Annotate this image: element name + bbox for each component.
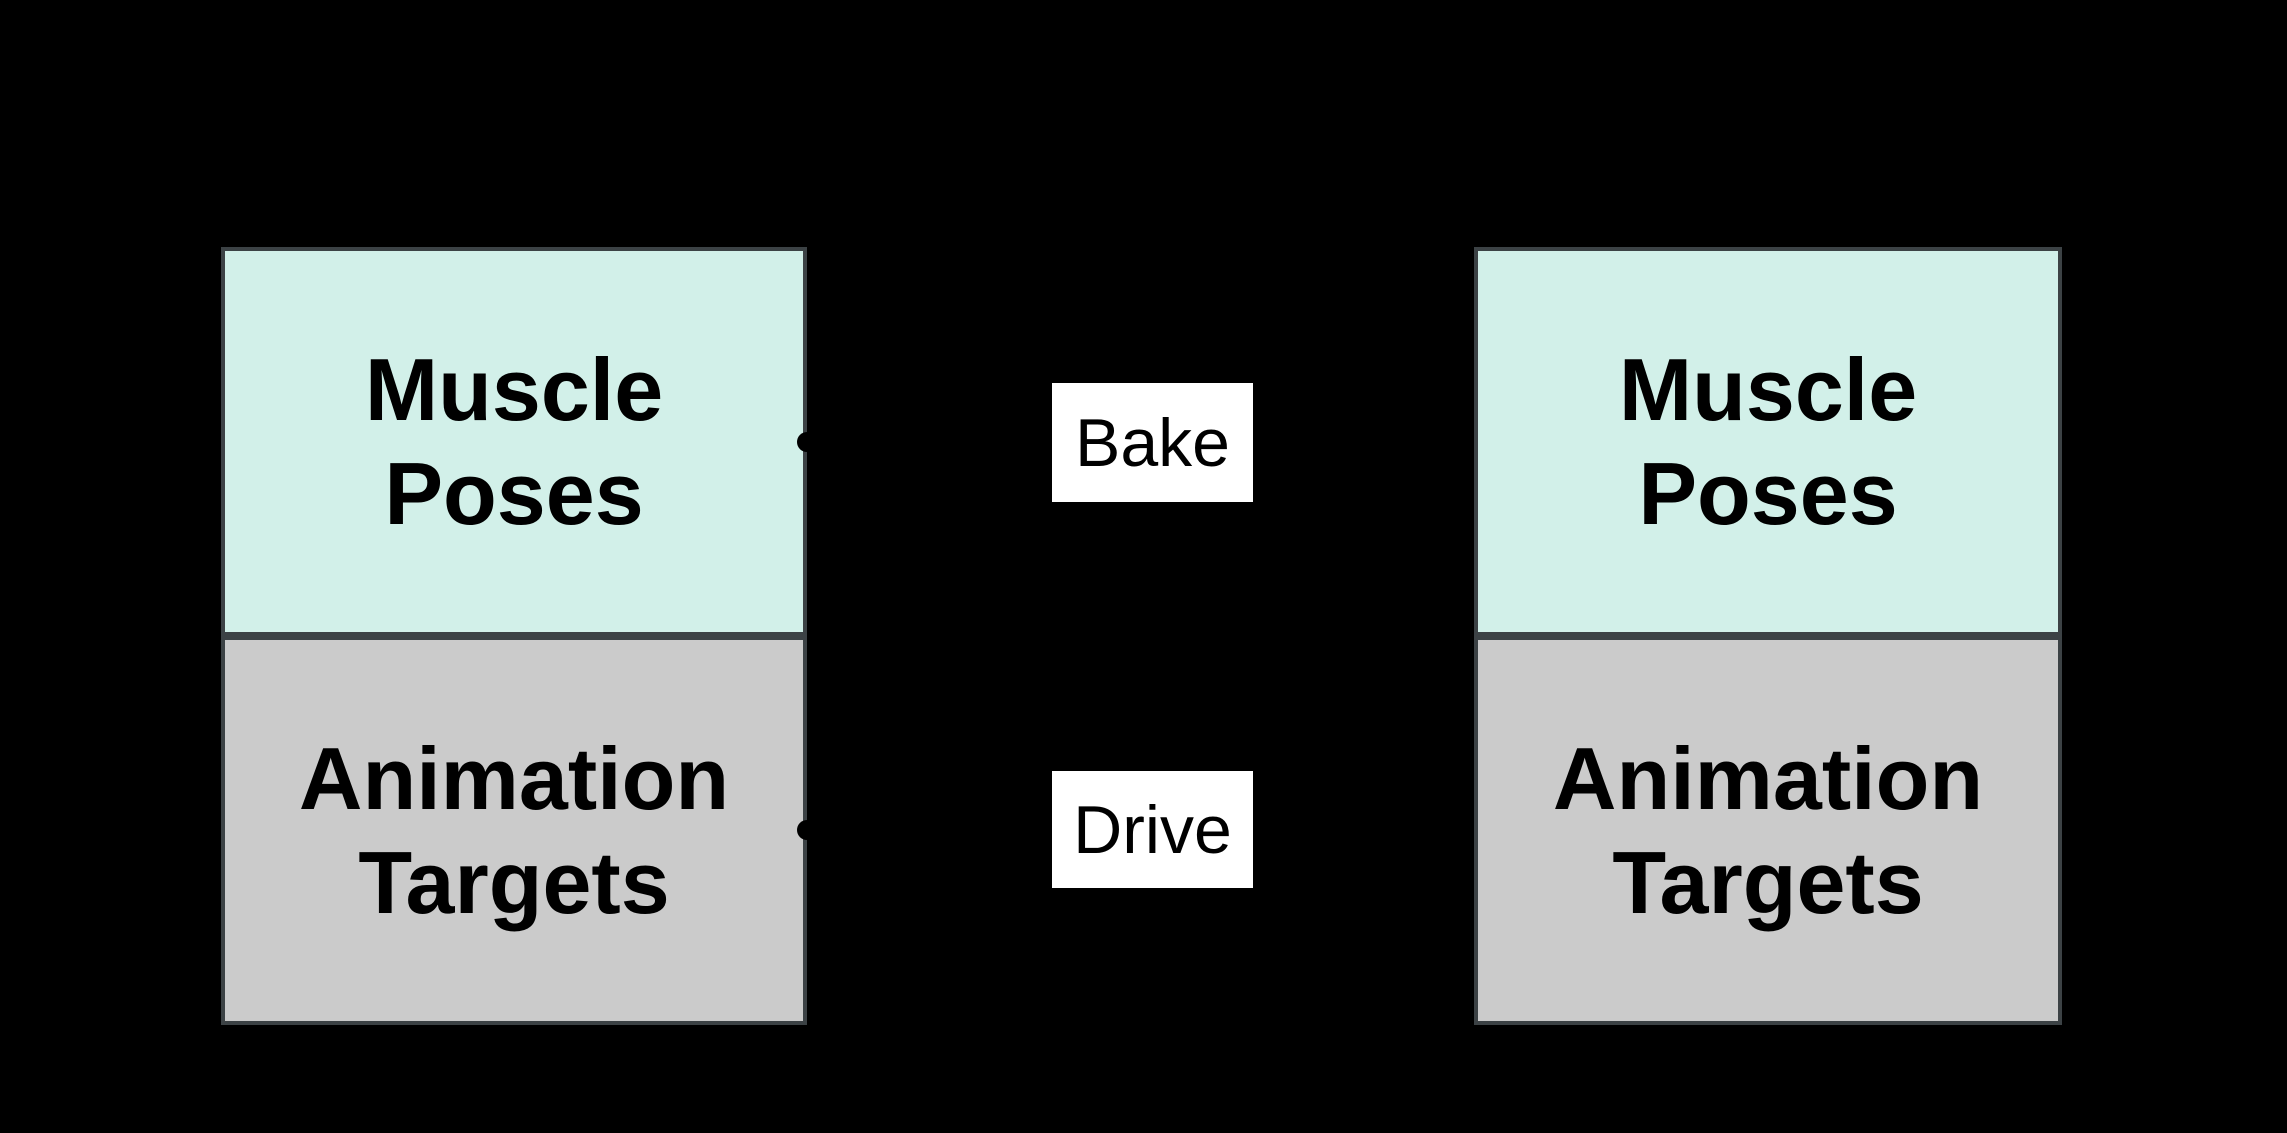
target-animation-targets-section: Animation Targets [1478, 636, 2058, 1021]
animation-targets-label-line1: Animation [298, 728, 730, 828]
muscle-poses-label-line2: Poses [384, 443, 644, 543]
target-muscle-poses-section: Muscle Poses [1478, 251, 2058, 636]
muscle-poses-label-line1: Muscle [364, 339, 664, 439]
drive-connector-label: Drive [1052, 771, 1253, 888]
animation-targets-label-line2: Targets [358, 832, 670, 932]
animation-targets-label-line2: Targets [1612, 832, 1924, 932]
animation-targets-label-line1: Animation [1552, 728, 1984, 828]
source-animation-targets-section: Animation Targets [225, 636, 803, 1021]
bake-connector-label: Bake [1052, 383, 1253, 502]
source-muscle-poses-section: Muscle Poses [225, 251, 803, 636]
source-stack-box: Muscle Poses Animation Targets [221, 247, 807, 1025]
muscle-poses-label-line1: Muscle [1618, 339, 1918, 439]
muscle-poses-label-line2: Poses [1638, 443, 1898, 543]
drive-arrow-tail-dot [797, 820, 817, 840]
bake-arrow-tail-dot [797, 432, 817, 452]
target-stack-box: Muscle Poses Animation Targets [1474, 247, 2062, 1025]
